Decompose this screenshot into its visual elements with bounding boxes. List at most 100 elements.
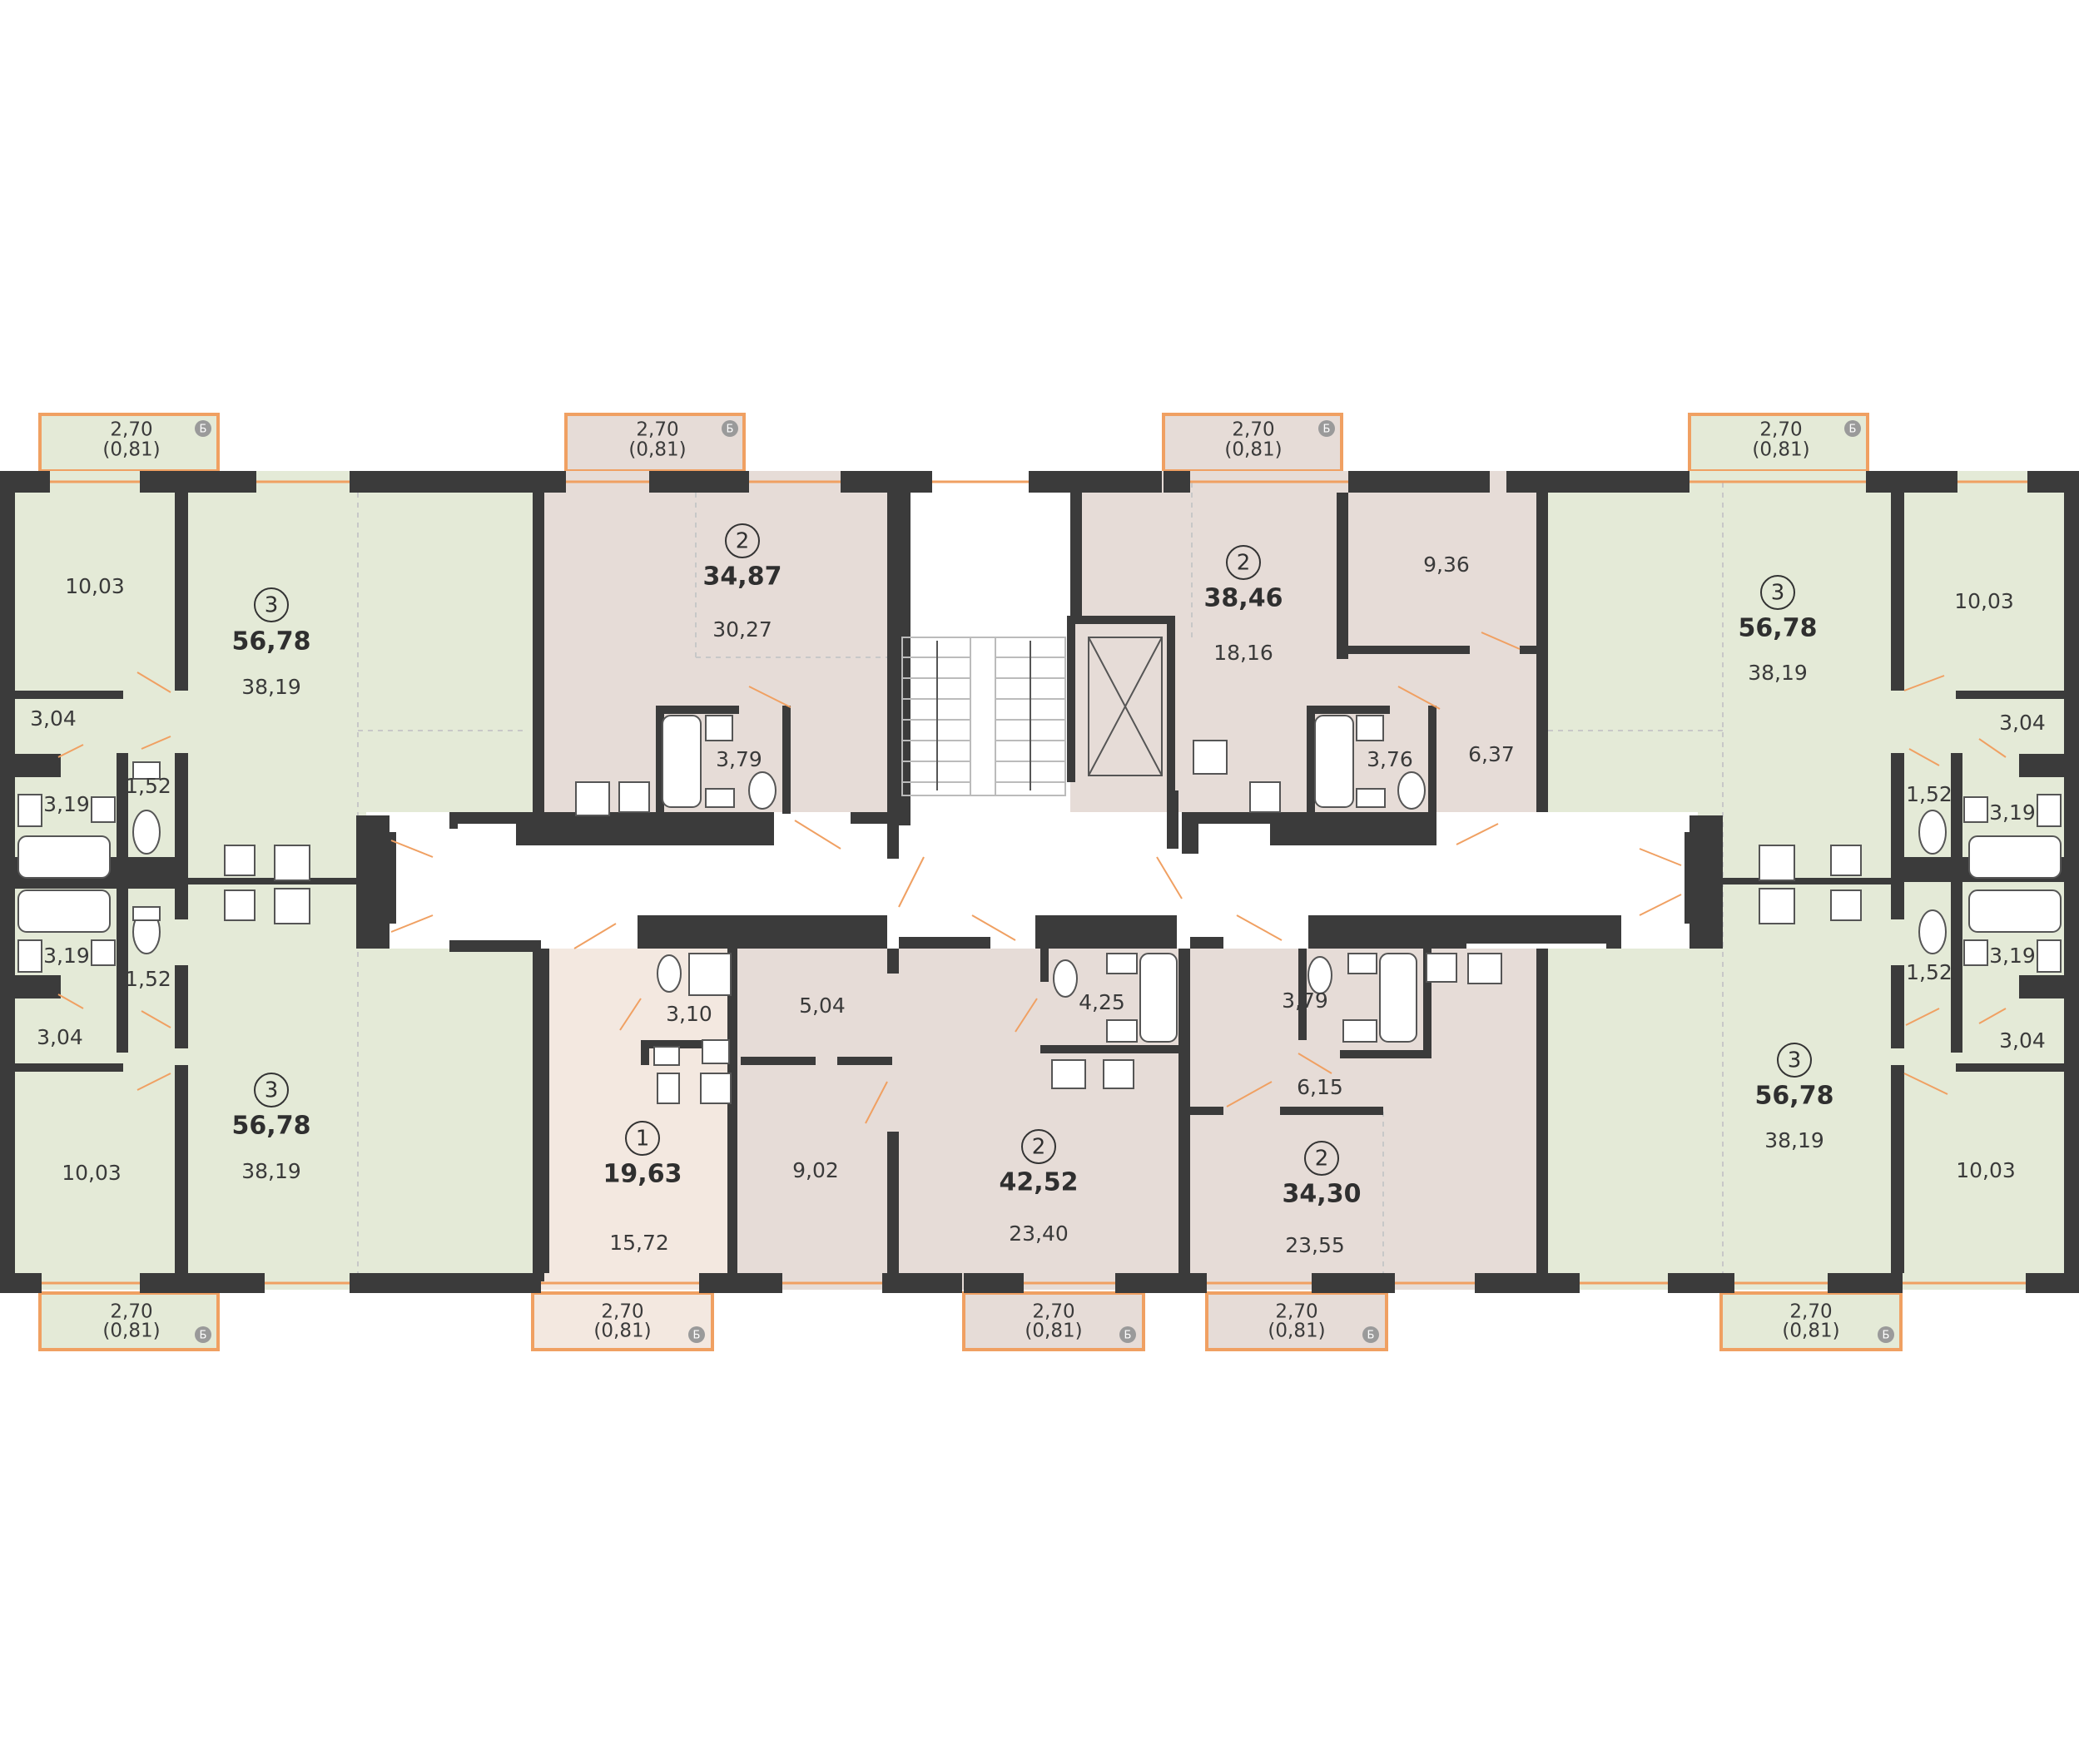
balcony-sw[interactable]: 2,70 (0,81) Б [38, 1291, 220, 1351]
balcony-mark-icon [1318, 420, 1335, 437]
bathtub-icon [1968, 889, 2062, 933]
room-area: 3,10 [666, 1002, 712, 1026]
room-count: 3 [265, 593, 279, 618]
sink-icon [224, 845, 256, 876]
sink-icon [705, 715, 733, 741]
room-area: 10,03 [1956, 1158, 2016, 1182]
apt-se-floor[interactable] [1546, 882, 2079, 1290]
sink-icon [91, 939, 116, 966]
balcony-area: 2,70 [636, 419, 678, 441]
room-count: 3 [1788, 1048, 1802, 1073]
balcony-mark-icon [722, 420, 738, 437]
toilet-icon [1397, 771, 1426, 810]
balcony-reduced: (0,81) [1752, 439, 1809, 461]
sink-icon [1106, 1019, 1138, 1043]
apt-s2-floor[interactable] [737, 949, 1187, 1290]
stove-icon [1193, 740, 1228, 775]
room-area: 10,03 [1954, 589, 2014, 613]
apt-n1-floor[interactable] [533, 471, 899, 812]
room-area: 3,19 [1989, 944, 2036, 968]
bathtub-icon [17, 889, 111, 933]
sink-icon [1356, 788, 1386, 808]
balcony-mark-icon [688, 1326, 705, 1343]
balconies-bottom: 2,70 (0,81) Б 2,70 (0,81) Б 2,70 (0,81) … [38, 1291, 1903, 1351]
balcony-ne[interactable]: 2,70 (0,81) Б [1688, 413, 1869, 473]
total-area: 42,52 [1000, 1168, 1079, 1197]
balcony-mark-icon [1362, 1326, 1379, 1343]
balcony-mark-icon [1878, 1326, 1894, 1343]
room-area: 4,25 [1079, 990, 1125, 1014]
living-area: 38,19 [241, 1159, 301, 1183]
room-count: 2 [736, 529, 750, 554]
balcony-mark: Б [200, 1330, 207, 1342]
toilet-icon [657, 954, 682, 993]
room-area: 3,04 [37, 1025, 83, 1049]
bathtub-icon [662, 715, 702, 808]
balcony-s1[interactable]: 2,70 (0,81) Б [531, 1291, 714, 1351]
sink-icon [2037, 939, 2062, 973]
balcony-reduced: (0,81) [1025, 1321, 1082, 1342]
bathtub-icon [1139, 953, 1178, 1043]
balcony-mark-icon [195, 420, 211, 437]
living-area: 23,40 [1009, 1221, 1069, 1246]
room-count: 3 [265, 1078, 279, 1103]
room-area: 6,15 [1297, 1075, 1343, 1099]
elevator-icon [1088, 637, 1163, 776]
apt-nw-floor[interactable] [0, 471, 533, 879]
apt-n2-labels: 2 38,46 18,16 9,36 6,37 3,76 [1204, 545, 1515, 771]
sink-icon [702, 1039, 730, 1064]
total-area: 19,63 [603, 1160, 682, 1189]
room-area: 1,52 [1906, 782, 1952, 806]
room-area: 3,79 [716, 747, 762, 771]
sink-icon [1830, 845, 1862, 876]
bathtub-icon [17, 835, 111, 879]
stove-icon [274, 845, 310, 881]
sink-icon [1342, 1019, 1377, 1043]
bathtub-icon [1379, 953, 1417, 1043]
total-area: 56,78 [1739, 614, 1818, 643]
sink-icon [17, 939, 42, 973]
room-area: 9,36 [1423, 552, 1470, 577]
living-area: 38,19 [241, 675, 301, 699]
toilet-icon [1918, 909, 1947, 954]
apt-s3-floor[interactable] [1187, 949, 1546, 1290]
balcony-reduced: (0,81) [1268, 1321, 1325, 1342]
balcony-reduced: (0,81) [1782, 1321, 1839, 1342]
balcony-n1[interactable]: 2,70 (0,81) Б [564, 413, 746, 473]
sink-icon [224, 889, 256, 921]
total-area: 38,46 [1204, 584, 1283, 613]
sink-icon [91, 796, 116, 823]
room-count-badge [1021, 1129, 1056, 1164]
apt-s1-floor[interactable] [538, 949, 737, 1290]
stove-icon [575, 781, 610, 816]
room-area: 1,52 [1906, 960, 1952, 984]
balcony-area: 2,70 [1759, 419, 1802, 441]
sink-icon [1963, 939, 1988, 966]
sink-icon [653, 1046, 680, 1066]
balcony-s2[interactable]: 2,70 (0,81) Б [962, 1291, 1145, 1351]
toilet-tank-icon [132, 906, 161, 921]
balcony-area: 2,70 [601, 1301, 643, 1323]
room-area: 1,52 [125, 967, 171, 991]
balcony-n2[interactable]: 2,70 (0,81) Б [1162, 413, 1343, 473]
apt-n2-floor[interactable] [1070, 471, 1540, 812]
room-area: 3,04 [1999, 1028, 2046, 1053]
toilet-icon [748, 771, 777, 810]
room-area: 1,52 [125, 774, 171, 798]
bathtub-icon [1968, 835, 2062, 879]
room-count-badge [625, 1121, 660, 1156]
room-area: 6,37 [1468, 742, 1515, 766]
balcony-nw[interactable]: 2,70 (0,81) Б [38, 413, 220, 473]
apt-ne-floor[interactable] [1546, 471, 2079, 879]
living-area: 38,19 [1748, 661, 1808, 685]
room-area: 3,04 [30, 706, 77, 731]
apt-sw-floor[interactable] [0, 882, 533, 1290]
living-area: 23,55 [1285, 1233, 1345, 1257]
balcony-s3[interactable]: 2,70 (0,81) Б [1205, 1291, 1388, 1351]
stove-icon [274, 888, 310, 924]
sink-icon [1830, 889, 1862, 921]
sink-icon [1103, 1059, 1134, 1089]
room-count-badge [254, 1073, 289, 1107]
balcony-se[interactable]: 2,70 (0,81) Б [1719, 1291, 1903, 1351]
